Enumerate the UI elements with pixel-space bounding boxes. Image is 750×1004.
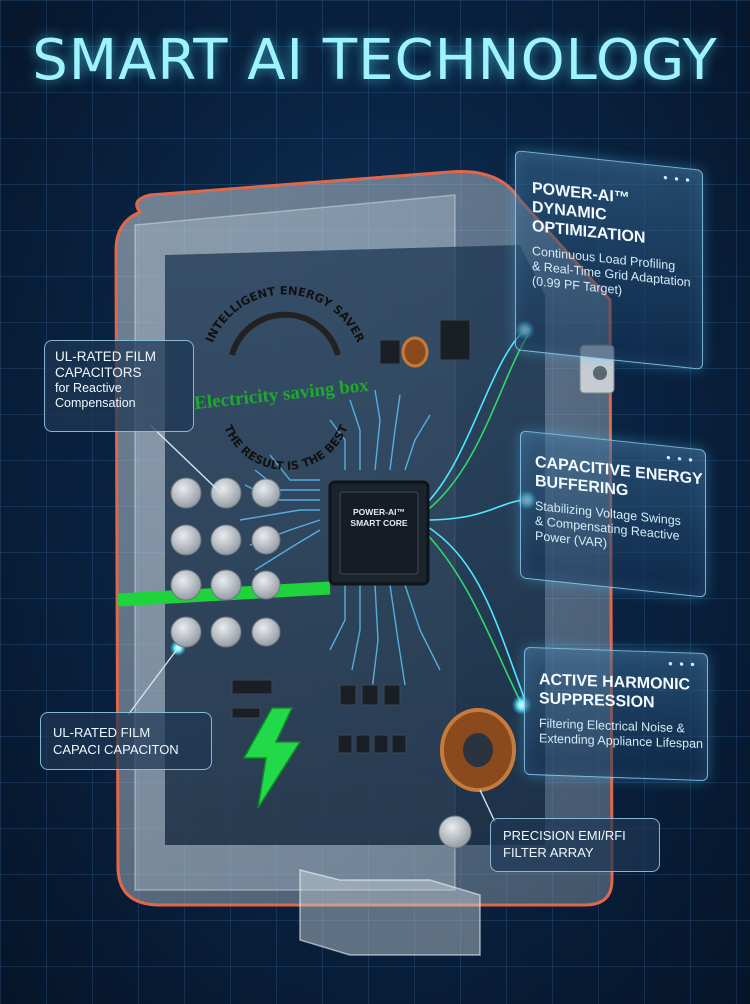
callout-line: CAPACITORS [55,365,142,380]
callout-line: for Reactive [55,381,122,395]
panel-body: Continuous Load Profiling & Real-Time Gr… [532,244,702,307]
page-title: SMART AI TECHNOLOGY [32,28,718,93]
chip-label: POWER-AI™ SMART CORE [342,507,416,529]
panel-body: Stabilizing Voltage Swings & Compensatin… [535,499,705,562]
lightning-bolt-icon [242,707,302,809]
callout-film-capaciton: UL-RATED FILM CAPACI CAPACITON [40,712,212,770]
chip-label-line1: POWER-AI™ [353,507,405,517]
chip-label-line2: SMART CORE [350,518,408,528]
callout-film-capacitors: UL-RATED FILM CAPACITORS for Reactive Co… [44,340,194,432]
callout-line: UL-RATED FILM [55,349,157,364]
panel-heading: POWER-AI™ DYNAMIC OPTIMIZATION [532,179,702,254]
callout-line: FILTER ARRAY [503,845,594,860]
window-dots-icon: ● ● ● [666,452,695,465]
feature-panel-energy-buffering: ● ● ● CAPACITIVE ENERGY BUFFERING Stabil… [520,430,706,598]
toroid-inductor [440,708,516,792]
callout-line: Compensation [55,396,136,410]
callout-line: CAPACI CAPACITON [53,742,179,757]
callout-line: PRECISION EMI/RFI [503,828,626,843]
panel-heading: ACTIVE HARMONIC SUPPRESSION [539,670,707,714]
panel-body: Filtering Electrical Noise & Extending A… [539,716,707,752]
feature-panel-dynamic-optimization: ● ● ● POWER-AI™ DYNAMIC OPTIMIZATION Con… [515,150,703,370]
feature-panel-harmonic-suppression: ● ● ● ACTIVE HARMONIC SUPPRESSION Filter… [524,646,708,782]
callout-emi-filter: PRECISION EMI/RFI FILTER ARRAY [490,818,660,872]
callout-line: UL-RATED FILM [53,725,151,740]
ai-chip [328,480,430,586]
energy-saver-stamp [229,311,341,356]
window-dots-icon: ● ● ● [663,172,692,185]
window-dots-icon: ● ● ● [668,658,697,669]
